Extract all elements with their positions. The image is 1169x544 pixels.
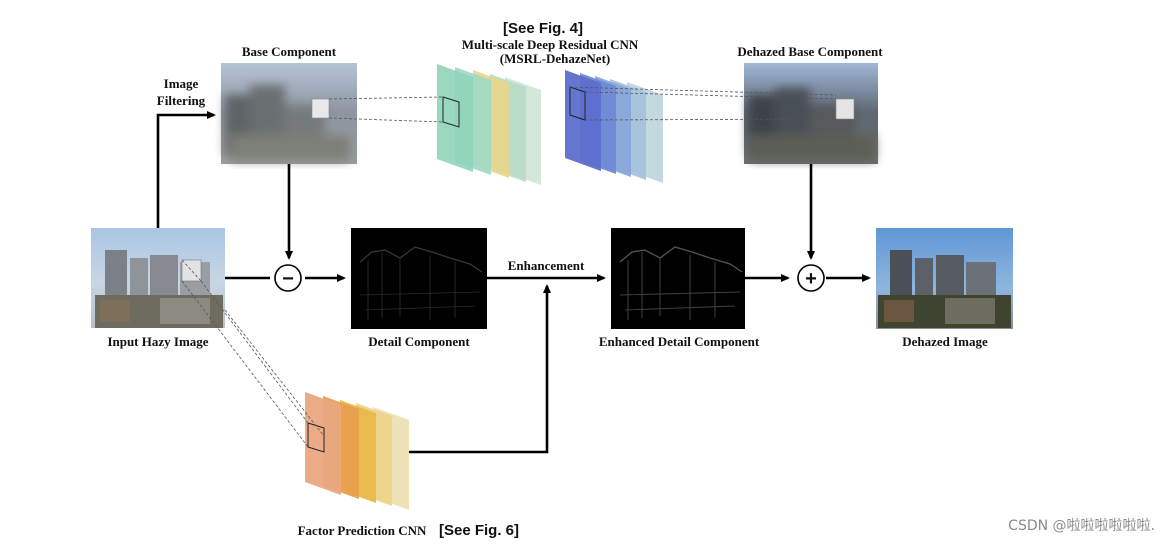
label-factor-prediction-cnn: Factor Prediction CNN xyxy=(298,523,427,538)
label-input-hazy-image: Input Hazy Image xyxy=(107,334,208,349)
minus-sign: − xyxy=(282,268,294,290)
msrl-dehazenet-layers-input xyxy=(437,64,541,185)
add-operator: + xyxy=(797,264,825,292)
dehazed-image xyxy=(876,228,1013,329)
enhanced-detail-component-image xyxy=(611,228,745,329)
patch-square xyxy=(311,98,330,119)
plus-sign: + xyxy=(805,268,817,290)
label-enhancement: Enhancement xyxy=(508,258,585,273)
projection-dashed-lines xyxy=(181,86,837,448)
detail-component-image xyxy=(351,228,487,329)
label-see-fig4: [See Fig. 4] xyxy=(503,20,583,37)
label-detail-component: Detail Component xyxy=(368,334,470,349)
label-dehazed-base-component: Dehazed Base Component xyxy=(737,44,883,59)
flow-arrows xyxy=(156,111,871,454)
label-image-filtering-1: Image xyxy=(164,76,199,91)
input-hazy-image xyxy=(91,228,225,328)
label-base-component: Base Component xyxy=(242,44,337,59)
patch-square xyxy=(835,98,855,120)
msrl-dehazenet-layers-output xyxy=(565,70,663,183)
csdn-watermark: CSDN @啦啦啦啦啦啦. xyxy=(1008,517,1155,534)
label-cnn-name: (MSRL-DehazeNet) xyxy=(500,51,610,66)
label-dehazed-image: Dehazed Image xyxy=(902,334,988,349)
subtract-operator: − xyxy=(274,264,302,292)
patch-square xyxy=(181,259,202,282)
base-component-image xyxy=(221,63,357,164)
factor-prediction-cnn-layers xyxy=(305,392,409,510)
dehazed-base-component-image xyxy=(744,63,878,164)
label-enhanced-detail-component: Enhanced Detail Component xyxy=(599,334,760,349)
label-image-filtering-2: Filtering xyxy=(157,93,206,108)
label-cnn-title: Multi-scale Deep Residual CNN xyxy=(462,37,639,52)
label-see-fig6: [See Fig. 6] xyxy=(439,522,519,539)
